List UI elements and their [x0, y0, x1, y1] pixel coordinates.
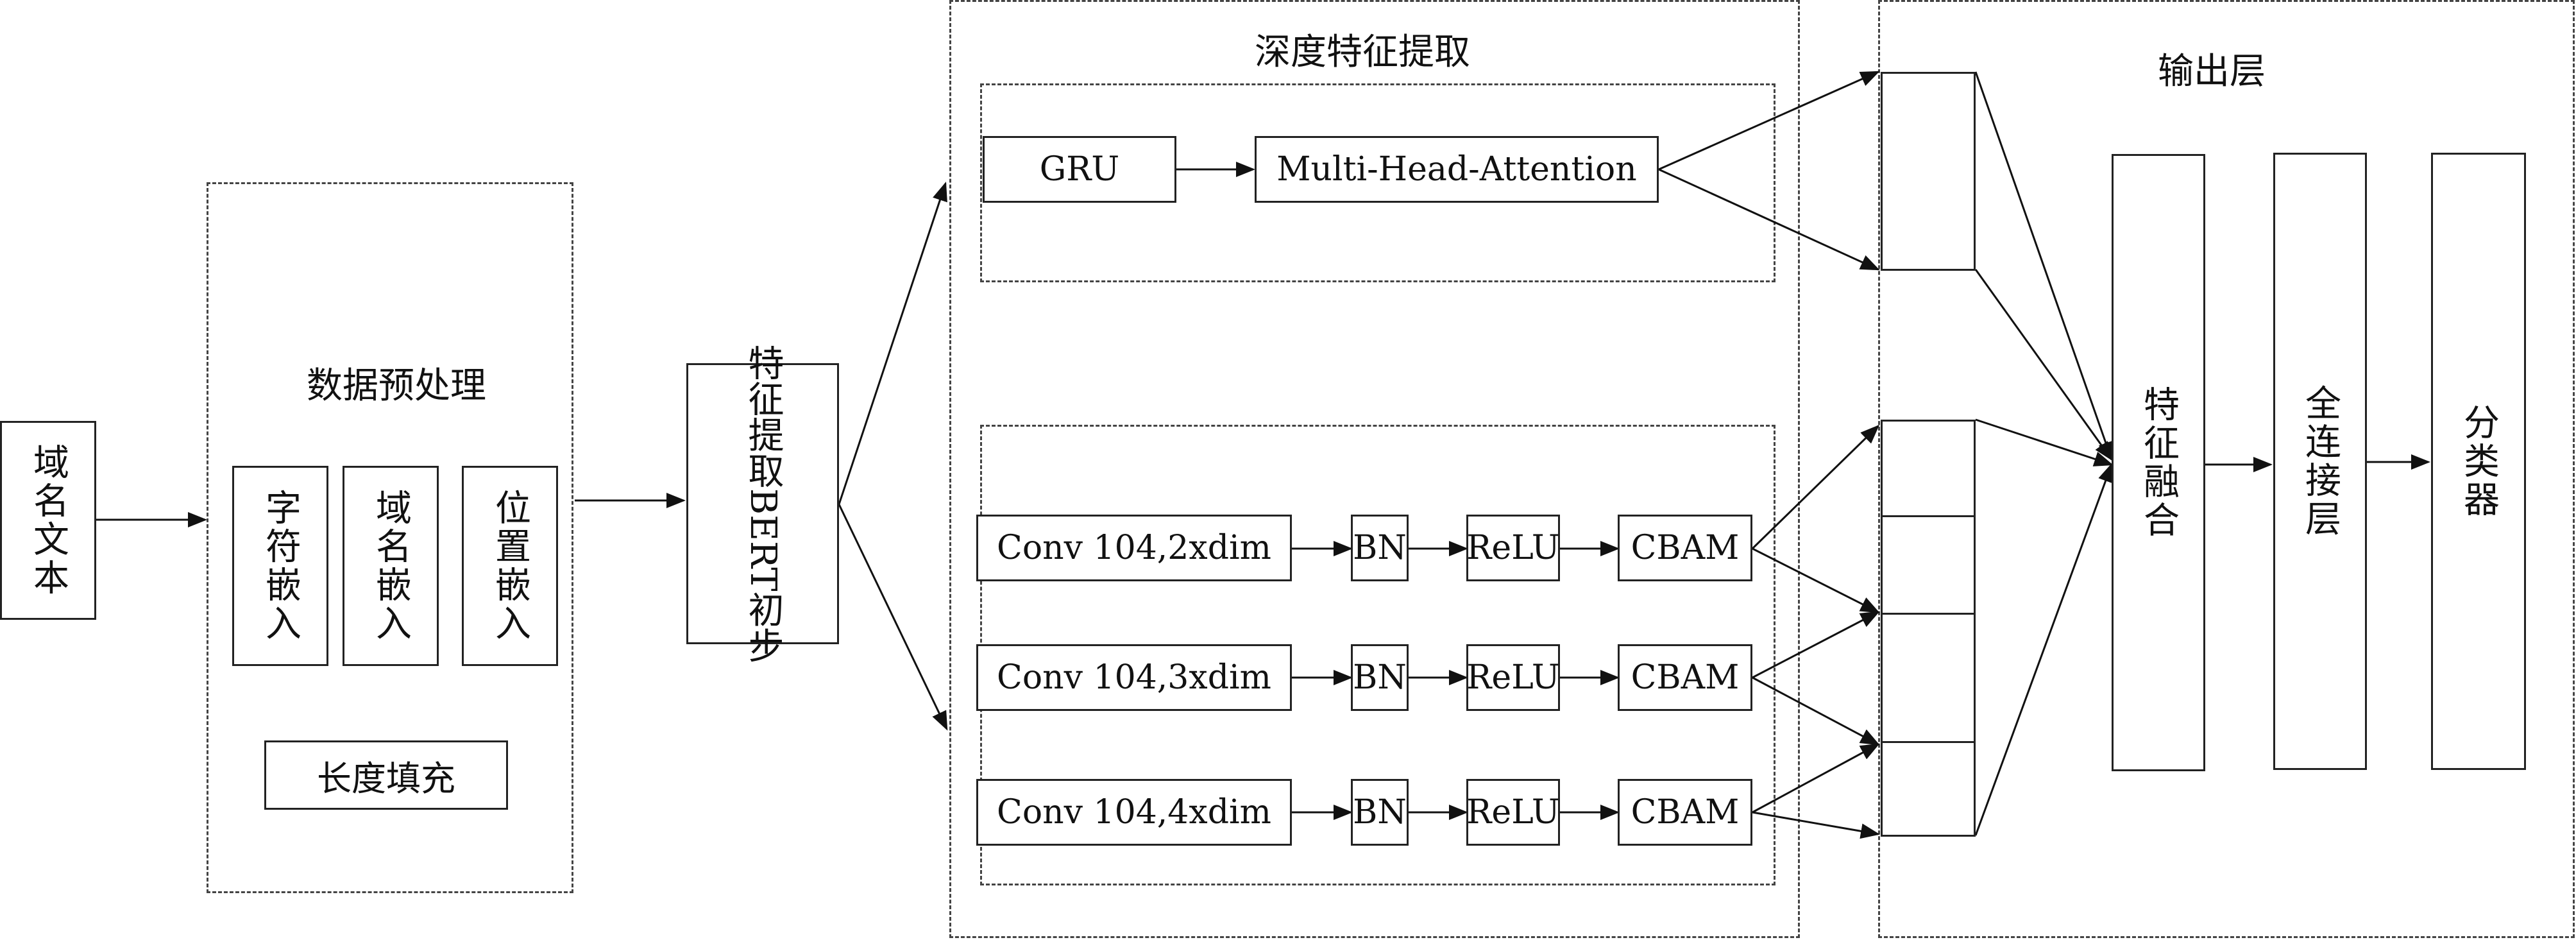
domain-embedding-box: 域名嵌入: [343, 466, 439, 666]
feature-fusion-box: 特征融合: [2112, 154, 2205, 771]
attention-vector-box: [1881, 72, 1976, 271]
arrow-mha-to-output-top: [1658, 71, 1880, 171]
classifier-box: 分类器: [2431, 153, 2526, 770]
arrow-cbam3-bottom: [1752, 811, 1880, 839]
output-group: [1878, 0, 2575, 938]
preprocess-title: 数据预处理: [307, 365, 486, 407]
arrow-vec2-bottom-fusion: [1974, 463, 2113, 836]
output-title: 输出层: [2158, 51, 2266, 92]
conv-box-2: Conv 104,3xdim: [976, 644, 1292, 711]
cbam-box-1: CBAM: [1618, 515, 1752, 581]
relu-box-2: ReLU: [1466, 644, 1560, 711]
bn-box-2: BN: [1351, 644, 1409, 711]
bert-line1: BERT初步: [742, 488, 784, 663]
arrow-vec1-bottom-fusion: [1974, 269, 2113, 461]
arrow-mha-to-output-bottom: [1658, 168, 1880, 271]
arrow-cbam2-down: [1752, 676, 1880, 746]
position-embedding-box: 位置嵌入: [462, 466, 558, 666]
cbam-box-3: CBAM: [1618, 779, 1752, 846]
gru-subgroup: [980, 83, 1775, 282]
arrow-bert-to-cnn: [838, 504, 948, 731]
relu-box-3: ReLU: [1466, 779, 1560, 846]
deep-feature-group: [949, 0, 1800, 938]
stack-cell-4: [1881, 741, 1976, 837]
length-padding-box: 长度填充: [264, 740, 508, 810]
arrow-vec1-top-fusion: [1974, 71, 2114, 461]
bn-box-3: BN: [1351, 779, 1409, 846]
fully-connected-box: 全连接层: [2273, 153, 2367, 770]
arrow-cbam1-top: [1751, 424, 1880, 550]
gru-box: GRU: [983, 136, 1176, 203]
preprocess-group: [207, 182, 573, 893]
stack-cell-2: [1881, 515, 1976, 615]
cbam-box-2: CBAM: [1618, 644, 1752, 711]
stack-cell-3: [1881, 613, 1976, 743]
mha-box: Multi-Head-Attention: [1255, 136, 1659, 203]
arrow-cbam2-up: [1752, 611, 1880, 679]
arrow-vec2-top-fusion: [1975, 418, 2114, 466]
char-embedding-box: 字符嵌入: [232, 466, 328, 666]
arrow-bert-to-gru: [838, 182, 947, 505]
domain-text-box: 域名文本: [0, 421, 96, 620]
cnn-feature-stack: [1881, 420, 1976, 837]
stack-cell-1: [1881, 420, 1976, 517]
bn-box-1: BN: [1351, 515, 1409, 581]
bert-line2: 特征提取: [742, 344, 784, 488]
arrow-cbam3-up: [1752, 743, 1880, 814]
arrow-cbam1-down: [1752, 547, 1880, 613]
conv-box-1: Conv 104,2xdim: [976, 515, 1292, 581]
bert-box: BERT初步 特征提取: [686, 345, 839, 663]
deep-feature-title: 深度特征提取: [1255, 31, 1470, 73]
conv-box-3: Conv 104,4xdim: [976, 779, 1292, 846]
relu-box-1: ReLU: [1466, 515, 1560, 581]
